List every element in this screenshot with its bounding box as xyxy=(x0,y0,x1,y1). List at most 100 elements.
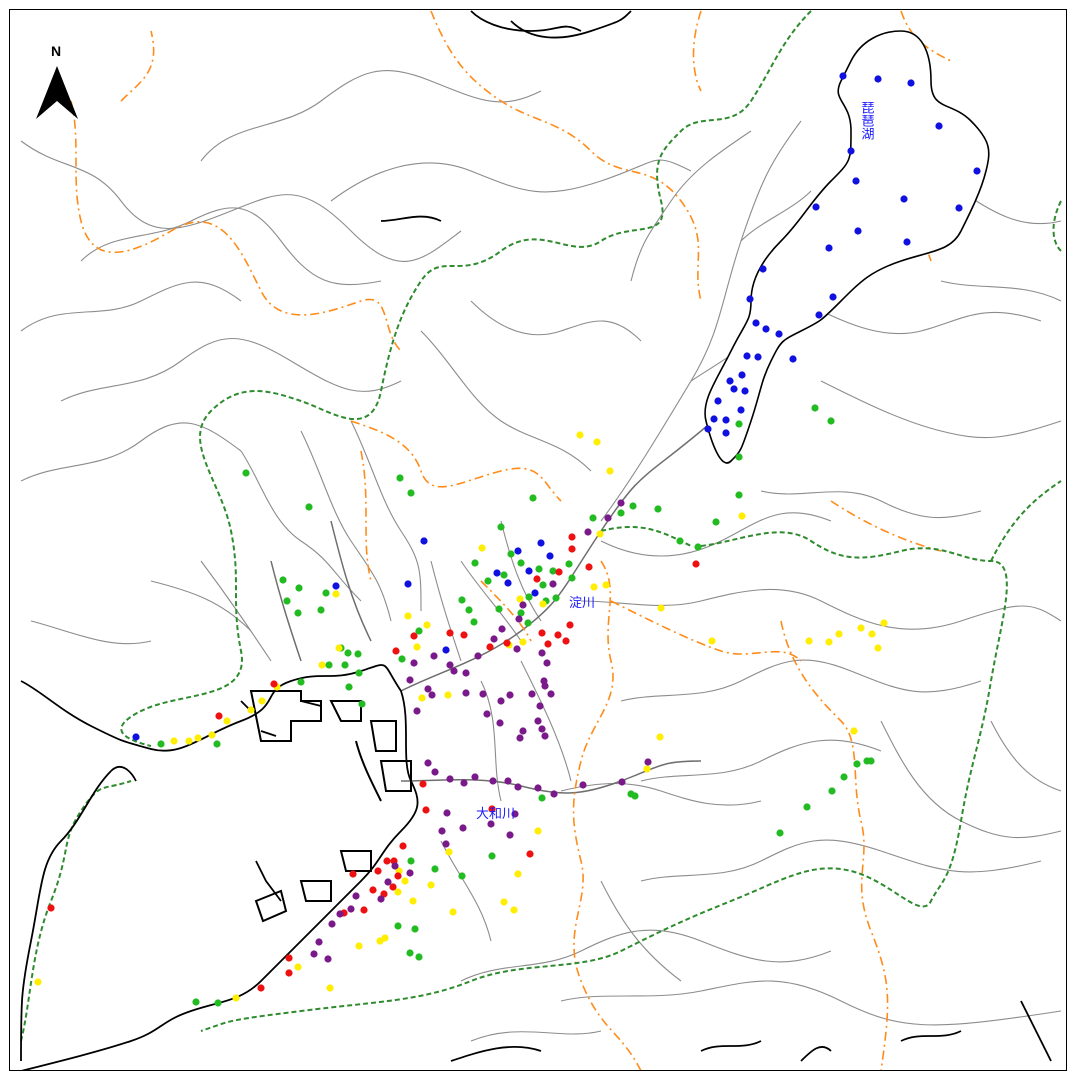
site-marker-green[interactable] xyxy=(471,559,479,567)
site-marker-green[interactable] xyxy=(827,417,835,425)
site-marker-purple[interactable] xyxy=(534,717,542,725)
site-marker-red[interactable] xyxy=(585,563,593,571)
site-marker-blue[interactable] xyxy=(847,147,855,155)
site-marker-green[interactable] xyxy=(458,596,466,604)
site-marker-red[interactable] xyxy=(446,629,454,637)
site-marker-red[interactable] xyxy=(422,806,430,814)
site-marker-blue[interactable] xyxy=(789,355,797,363)
site-marker-red[interactable] xyxy=(392,647,400,655)
site-marker-red[interactable] xyxy=(399,842,407,850)
site-marker-yellow[interactable] xyxy=(874,644,882,652)
site-marker-blue[interactable] xyxy=(839,72,847,80)
site-marker-blue[interactable] xyxy=(531,589,539,597)
site-marker-red[interactable] xyxy=(555,568,563,576)
site-marker-red[interactable] xyxy=(349,870,357,878)
site-marker-yellow[interactable] xyxy=(825,638,833,646)
site-marker-blue[interactable] xyxy=(754,353,762,361)
site-marker-purple[interactable] xyxy=(377,895,385,903)
site-marker-green[interactable] xyxy=(517,559,525,567)
site-marker-yellow[interactable] xyxy=(326,984,334,992)
site-marker-red[interactable] xyxy=(486,643,494,651)
site-marker-purple[interactable] xyxy=(541,732,549,740)
site-marker-red[interactable] xyxy=(270,680,278,688)
site-marker-purple[interactable] xyxy=(513,645,521,653)
site-marker-yellow[interactable] xyxy=(835,630,843,638)
site-marker-red[interactable] xyxy=(389,883,397,891)
site-marker-purple[interactable] xyxy=(450,667,458,675)
site-marker-yellow[interactable] xyxy=(413,643,421,651)
site-marker-green[interactable] xyxy=(694,543,702,551)
site-marker-green[interactable] xyxy=(322,589,330,597)
site-marker-green[interactable] xyxy=(157,740,165,748)
site-marker-blue[interactable] xyxy=(404,580,412,588)
site-marker-red[interactable] xyxy=(257,984,265,992)
site-marker-yellow[interactable] xyxy=(478,544,486,552)
site-marker-green[interactable] xyxy=(712,518,720,526)
site-marker-green[interactable] xyxy=(549,567,557,575)
site-marker-purple[interactable] xyxy=(310,950,318,958)
site-marker-red[interactable] xyxy=(410,632,418,640)
site-marker-green[interactable] xyxy=(565,560,573,568)
site-marker-green[interactable] xyxy=(358,700,366,708)
site-marker-yellow[interactable] xyxy=(444,691,452,699)
site-marker-purple[interactable] xyxy=(550,790,558,798)
site-marker-purple[interactable] xyxy=(504,777,512,785)
site-marker-green[interactable] xyxy=(654,505,662,513)
site-marker-blue[interactable] xyxy=(825,244,833,252)
site-marker-blue[interactable] xyxy=(752,319,760,327)
site-marker-purple[interactable] xyxy=(516,734,524,742)
site-marker-purple[interactable] xyxy=(506,691,514,699)
site-marker-red[interactable] xyxy=(360,906,368,914)
site-marker-yellow[interactable] xyxy=(335,644,343,652)
site-marker-yellow[interactable] xyxy=(445,848,453,856)
site-marker-red[interactable] xyxy=(215,712,223,720)
site-marker-green[interactable] xyxy=(524,619,532,627)
site-marker-purple[interactable] xyxy=(413,707,421,715)
site-marker-purple[interactable] xyxy=(443,809,451,817)
site-marker-red[interactable] xyxy=(533,575,541,583)
site-marker-blue[interactable] xyxy=(935,122,943,130)
site-marker-purple[interactable] xyxy=(514,783,522,791)
site-marker-blue[interactable] xyxy=(730,385,738,393)
site-marker-green[interactable] xyxy=(589,514,597,522)
site-marker-blue[interactable] xyxy=(852,177,860,185)
site-marker-blue[interactable] xyxy=(746,295,754,303)
site-marker-yellow[interactable] xyxy=(657,604,665,612)
site-marker-blue[interactable] xyxy=(759,265,767,273)
site-marker-green[interactable] xyxy=(242,469,250,477)
site-marker-green[interactable] xyxy=(465,606,473,614)
site-marker-yellow[interactable] xyxy=(850,727,858,735)
site-marker-red[interactable] xyxy=(566,621,574,629)
site-marker-yellow[interactable] xyxy=(738,512,746,520)
site-marker-red[interactable] xyxy=(285,969,293,977)
site-marker-green[interactable] xyxy=(538,794,546,802)
site-marker-blue[interactable] xyxy=(710,415,718,423)
site-marker-blue[interactable] xyxy=(812,203,820,211)
site-marker-green[interactable] xyxy=(415,953,423,961)
site-marker-green[interactable] xyxy=(735,491,743,499)
site-marker-green[interactable] xyxy=(811,404,819,412)
site-marker-purple[interactable] xyxy=(424,759,432,767)
site-marker-blue[interactable] xyxy=(546,552,554,560)
site-marker-green[interactable] xyxy=(735,420,743,428)
site-marker-green[interactable] xyxy=(539,581,547,589)
site-marker-blue[interactable] xyxy=(722,429,730,437)
site-marker-purple[interactable] xyxy=(497,697,505,705)
map-frame[interactable]: 琵琶湖 淀川 大和川 N xyxy=(9,9,1067,1071)
site-marker-blue[interactable] xyxy=(741,387,749,395)
site-marker-yellow[interactable] xyxy=(404,612,412,620)
site-marker-green[interactable] xyxy=(470,618,478,626)
site-marker-purple[interactable] xyxy=(459,824,467,832)
site-marker-purple[interactable] xyxy=(446,775,454,783)
site-marker-blue[interactable] xyxy=(738,371,746,379)
site-marker-blue[interactable] xyxy=(762,325,770,333)
site-marker-purple[interactable] xyxy=(384,878,392,886)
site-marker-blue[interactable] xyxy=(493,569,501,577)
site-marker-purple[interactable] xyxy=(549,580,557,588)
site-marker-green[interactable] xyxy=(279,576,287,584)
site-marker-green[interactable] xyxy=(297,678,305,686)
site-marker-green[interactable] xyxy=(415,627,423,635)
site-marker-blue[interactable] xyxy=(743,352,751,360)
site-marker-yellow[interactable] xyxy=(656,733,664,741)
site-marker-yellow[interactable] xyxy=(318,661,326,669)
